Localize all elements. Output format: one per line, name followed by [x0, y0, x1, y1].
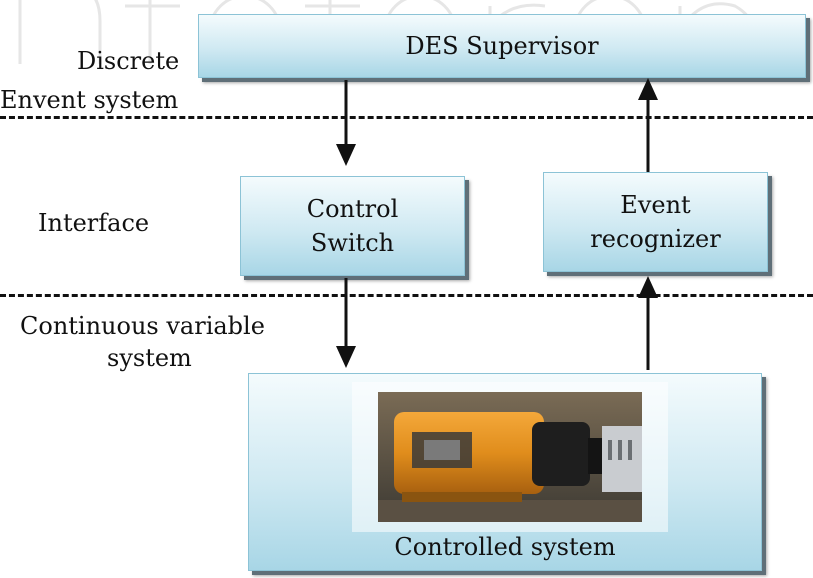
- des-supervisor-label: DES Supervisor: [405, 32, 599, 60]
- motor-photo-frame: [352, 382, 668, 532]
- layer-label-interface: Interface: [38, 209, 150, 237]
- arrowhead-up-icon: [638, 276, 658, 298]
- event-recognizer-label-line2: recognizer: [590, 225, 721, 253]
- arrowhead-down-icon: [336, 144, 356, 166]
- controlled-system-label: Controlled system: [394, 533, 616, 561]
- layer-divider-bottom: [0, 294, 813, 297]
- arrowhead-up-icon: [638, 78, 658, 100]
- event-recognizer-box: Event recognizer: [543, 172, 768, 272]
- control-switch-label-line1: Control: [306, 195, 399, 223]
- arrowhead-down-icon: [336, 346, 356, 368]
- des-supervisor-box: DES Supervisor: [198, 14, 806, 78]
- event-recognizer-label-line1: Event: [620, 191, 691, 219]
- layer-divider-top: [0, 116, 813, 119]
- control-switch-label-line2: Switch: [310, 229, 395, 257]
- control-switch-box: Control Switch: [240, 176, 465, 276]
- layer-label-discrete-line2: Envent system: [0, 86, 179, 114]
- layer-label-continuous-line1: Continuous variable: [20, 312, 265, 340]
- layer-label-discrete-line1: Discrete: [77, 47, 180, 75]
- motor-photo: [378, 392, 642, 522]
- layer-label-continuous-line2: system: [107, 344, 192, 372]
